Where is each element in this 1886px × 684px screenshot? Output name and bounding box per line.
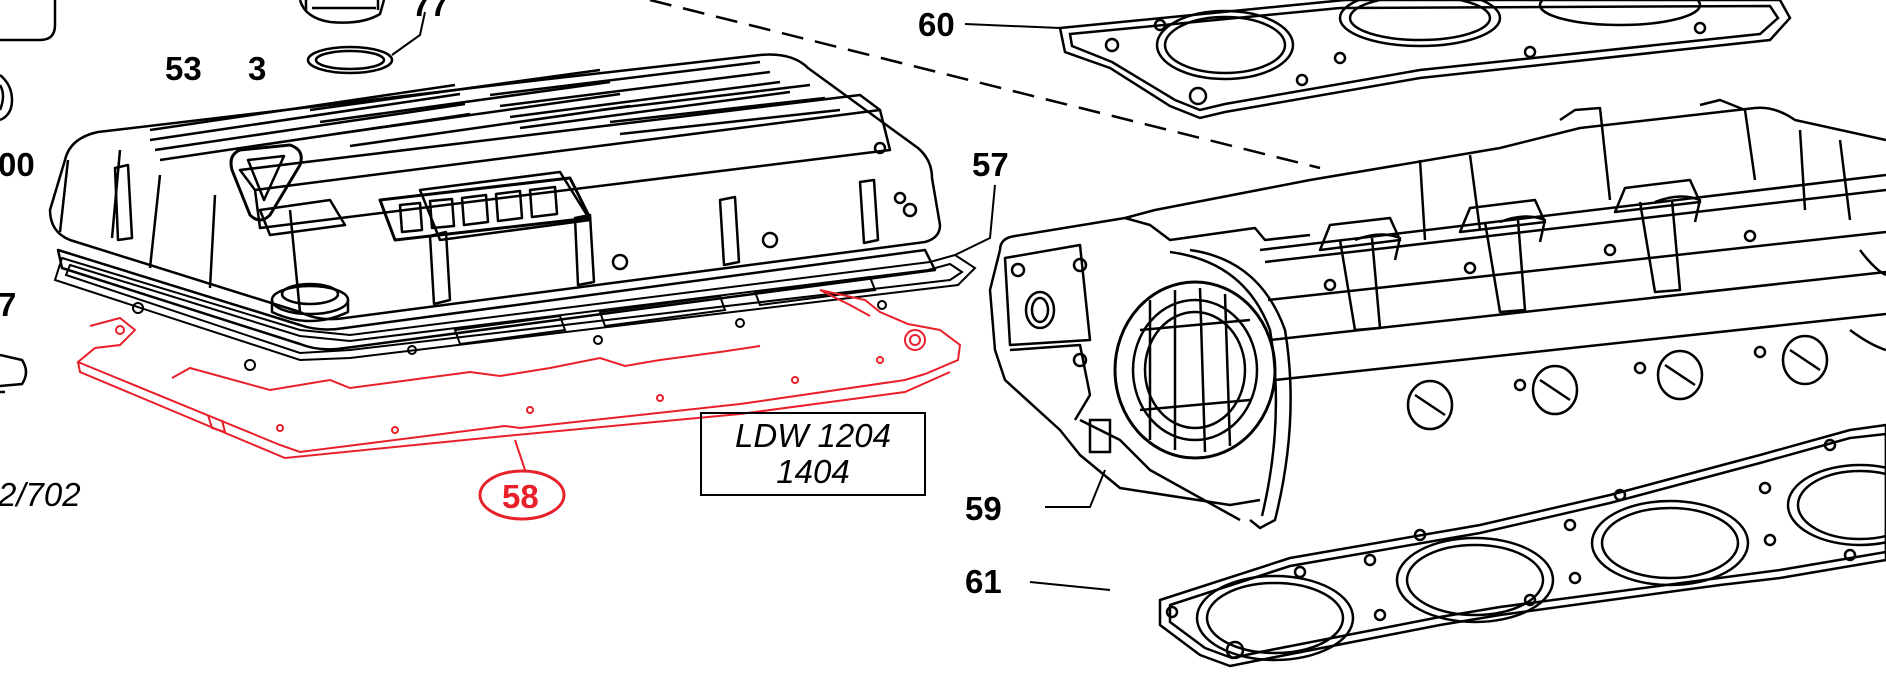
leader-77 — [391, 11, 426, 56]
gasket-58 — [76, 289, 962, 460]
reference-code: 2/702 — [0, 476, 81, 513]
callout-58: 58 — [502, 478, 539, 515]
leader-57 — [954, 184, 996, 256]
valve-cover — [48, 53, 942, 351]
o-ring — [306, 45, 394, 75]
callout-58-ring — [478, 469, 566, 521]
cylinder-head — [988, 98, 1886, 530]
leader-60 — [964, 23, 1061, 29]
clipped-part-top-left — [0, 0, 57, 394]
callout-7: 7 — [0, 286, 17, 323]
model-label-box: LDW 1204 1404 — [700, 412, 926, 496]
head-front-pad — [1088, 418, 1112, 454]
model-line-2: 1404 — [776, 453, 850, 490]
leader-61 — [1029, 581, 1111, 591]
callout-57: 57 — [972, 146, 1009, 183]
callout-3: 3 — [248, 50, 267, 87]
head-gasket-60 — [1058, 0, 1792, 120]
leader-58 — [514, 439, 526, 471]
leader-59 — [1045, 469, 1106, 508]
callout-61: 61 — [965, 563, 1002, 600]
gasket-57 — [53, 253, 977, 371]
callout-53: 53 — [165, 50, 202, 87]
callout-00: 00 — [0, 146, 35, 183]
oil-filler-cap — [298, 0, 386, 24]
callout-77: 77 — [412, 0, 449, 23]
callout-59: 59 — [965, 490, 1002, 527]
head-gasket-61 — [1158, 423, 1886, 668]
model-line-1: LDW 1204 — [735, 417, 891, 454]
callout-60: 60 — [918, 6, 955, 43]
alignment-dashed-line — [649, 0, 1321, 170]
